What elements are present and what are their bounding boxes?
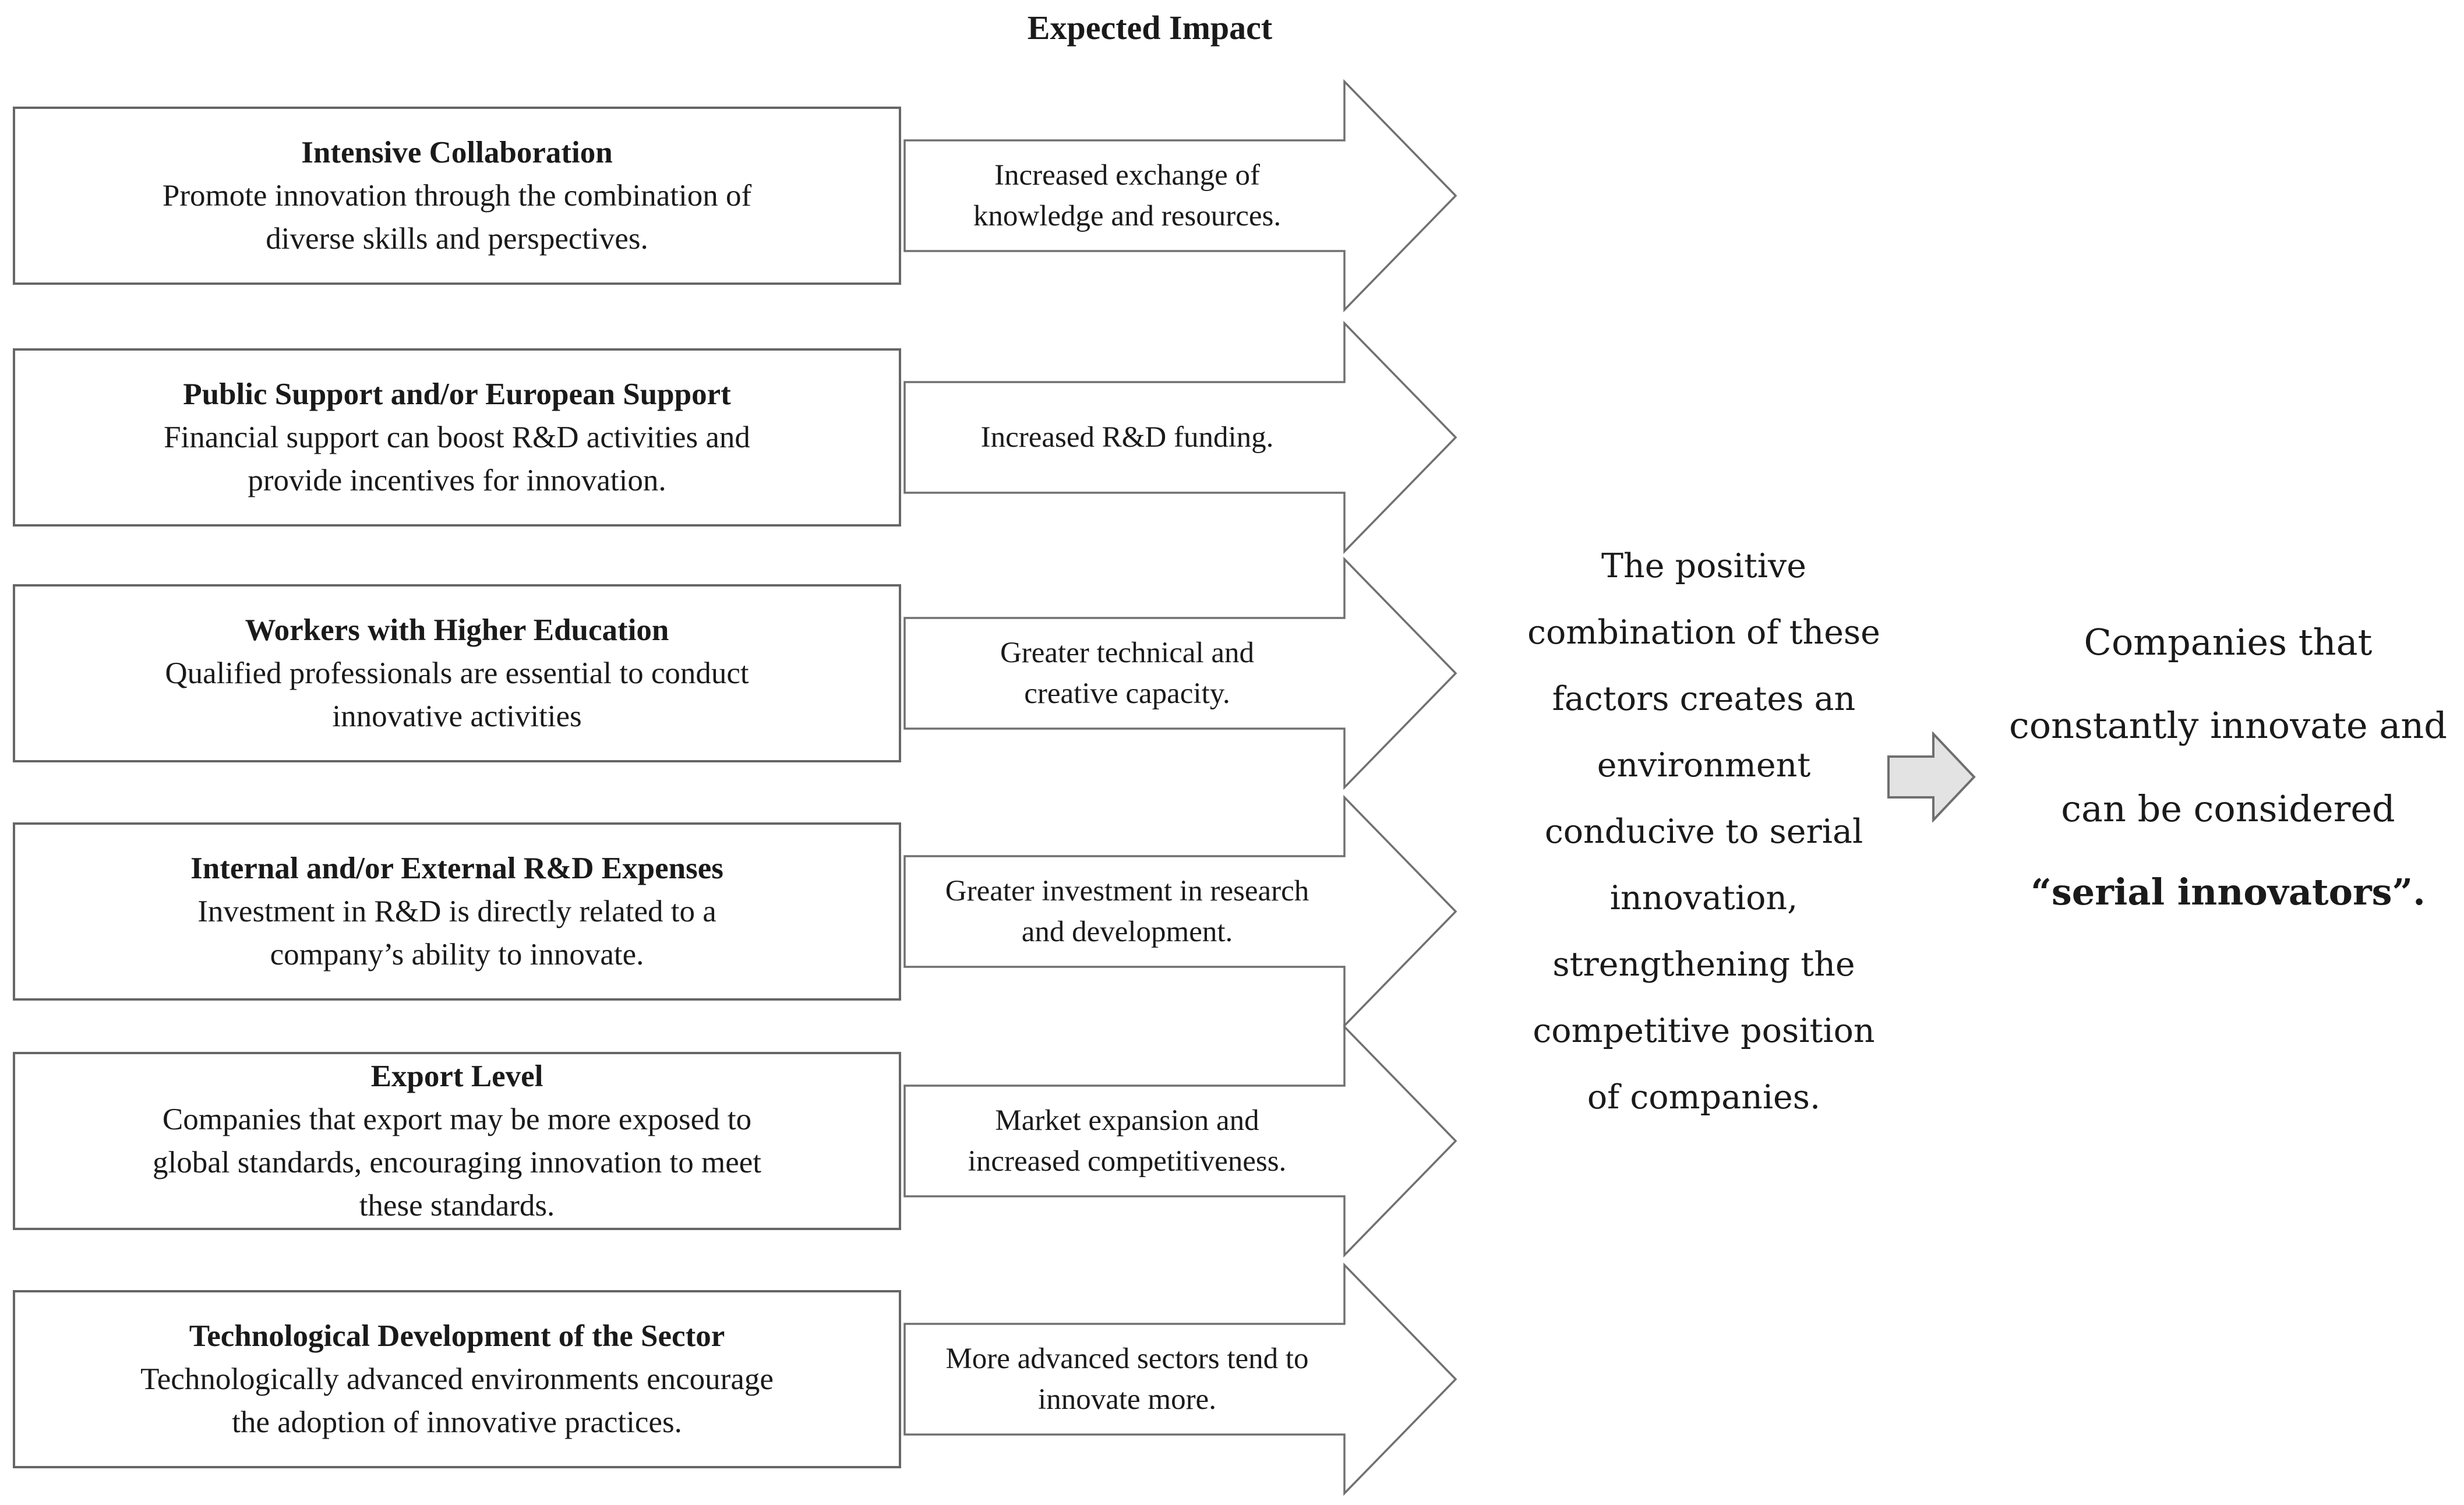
impact-label: Market expansion and increased competiti… [912,1086,1343,1196]
conclusion-line: of companies. [1587,1078,1821,1117]
factor-title: Export Level [370,1059,543,1093]
factor-description-line: Promote innovation through the combinati… [162,179,752,213]
factor-box-export-level: Export Level Companies that export may b… [13,1052,901,1230]
result-line: can be considered [2061,787,2395,830]
impact-label: More advanced sectors tend to innovate m… [912,1324,1343,1435]
impact-line: knowledge and resources. [973,200,1282,232]
factor-title: Public Support and/or European Support [183,377,731,411]
factor-title: Technological Development of the Sector [189,1319,725,1353]
impact-label: Greater investment in research and devel… [912,856,1343,967]
factor-description-line: the adoption of innovative practices. [232,1405,682,1439]
conclusion-line: conducive to serial [1544,812,1863,851]
gray-right-arrow-icon [1887,732,1976,822]
result-text: Companies that constantly innovate and c… [1992,600,2464,934]
factor-title: Intensive Collaboration [301,136,613,169]
impact-line: Greater technical and [1000,637,1255,669]
conclusion-line: combination of these [1527,613,1880,652]
conclusion-line: innovation, [1609,879,1798,917]
factor-box-rd-expenses: Internal and/or External R&D Expenses In… [13,822,901,1001]
right-block-arrow-icon [903,557,1457,790]
impact-label: Increased exchange of knowledge and reso… [912,140,1343,251]
right-block-arrow-icon [903,79,1457,312]
factor-description-line: innovative activities [332,699,582,733]
factor-description-line: global standards, encouraging innovation… [152,1146,762,1179]
impact-line: More advanced sectors tend to [945,1343,1309,1375]
conclusion-line: competitive position [1533,1012,1875,1050]
impact-label: Greater technical and creative capacity. [912,618,1343,729]
factor-description-line: Financial support can boost R&D activiti… [164,421,750,454]
factor-description-line: provide incentives for innovation. [248,464,666,497]
conclusion-text: The positive combination of these factor… [1497,533,1911,1130]
impact-line: Greater investment in research [945,875,1309,907]
right-block-arrow-icon [903,795,1457,1028]
impact-line: increased competitiveness. [968,1145,1287,1178]
conclusion-line: The positive [1601,547,1806,585]
factor-description-line: company’s ability to innovate. [270,938,644,971]
factor-box-intensive-collaboration: Intensive Collaboration Promote innovati… [13,107,901,285]
factor-description-line: these standards. [359,1189,555,1223]
right-block-arrow-icon [903,1024,1457,1257]
conclusion-line: factors creates an [1552,680,1856,718]
factor-box-public-support: Public Support and/or European Support F… [13,348,901,527]
factor-description-line: diverse skills and perspectives. [266,222,648,256]
factor-title: Workers with Higher Education [245,613,669,647]
impact-line: innovate more. [1038,1383,1216,1416]
factor-description-line: Qualified professionals are essential to… [165,656,749,690]
impact-line: creative capacity. [1024,677,1230,710]
impact-line: and development. [1021,916,1233,948]
conclusion-line: environment [1597,746,1811,785]
right-block-arrow-icon [903,321,1457,554]
factor-title: Internal and/or External R&D Expenses [190,852,723,885]
right-block-arrow-icon [903,1263,1457,1496]
factor-box-technological-development: Technological Development of the Sector … [13,1290,901,1468]
factor-description-line: Technologically advanced environments en… [140,1362,774,1396]
result-line: constantly innovate and [2009,704,2447,747]
result-line: Companies that [2084,621,2373,663]
result-bold-line: “serial innovators”. [2031,871,2426,913]
page-title: Expected Impact [1027,9,1273,47]
factor-box-workers-higher-education: Workers with Higher Education Qualified … [13,584,901,762]
impact-line: Market expansion and [995,1104,1259,1137]
impact-line: Increased exchange of [994,159,1260,192]
conclusion-line: strengthening the [1552,945,1855,984]
factor-description-line: Companies that export may be more expose… [162,1103,752,1136]
factor-description-line: Investment in R&D is directly related to… [197,895,716,928]
impact-line: Increased R&D funding. [980,421,1274,454]
impact-label: Increased R&D funding. [912,382,1343,493]
